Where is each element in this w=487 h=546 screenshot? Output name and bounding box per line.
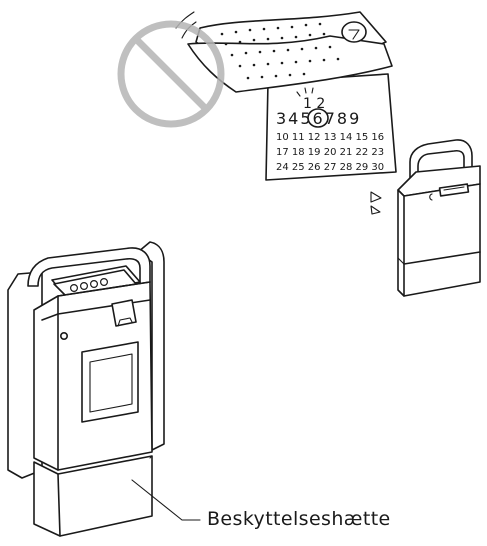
calendar-row-5: 24 25 26 27 28 29 30 — [276, 162, 384, 173]
prohibition-icon — [121, 24, 221, 124]
motion-arrow-1 — [371, 192, 381, 202]
motion-arrow-2 — [371, 206, 380, 214]
calendar-row-4: 17 18 19 20 21 22 23 — [276, 147, 384, 158]
battery-large — [8, 242, 200, 536]
calendar-row-3: 10 11 12 13 14 15 16 — [276, 132, 384, 143]
paper-circle-mark — [342, 22, 366, 42]
calendar-row-2: 3456789 — [276, 109, 361, 128]
protective-cap-caption: Beskyttelseshætte — [207, 508, 391, 530]
calendar-page: 1 2 3456789 10 11 12 13 14 15 16 17 18 1… — [266, 74, 396, 180]
